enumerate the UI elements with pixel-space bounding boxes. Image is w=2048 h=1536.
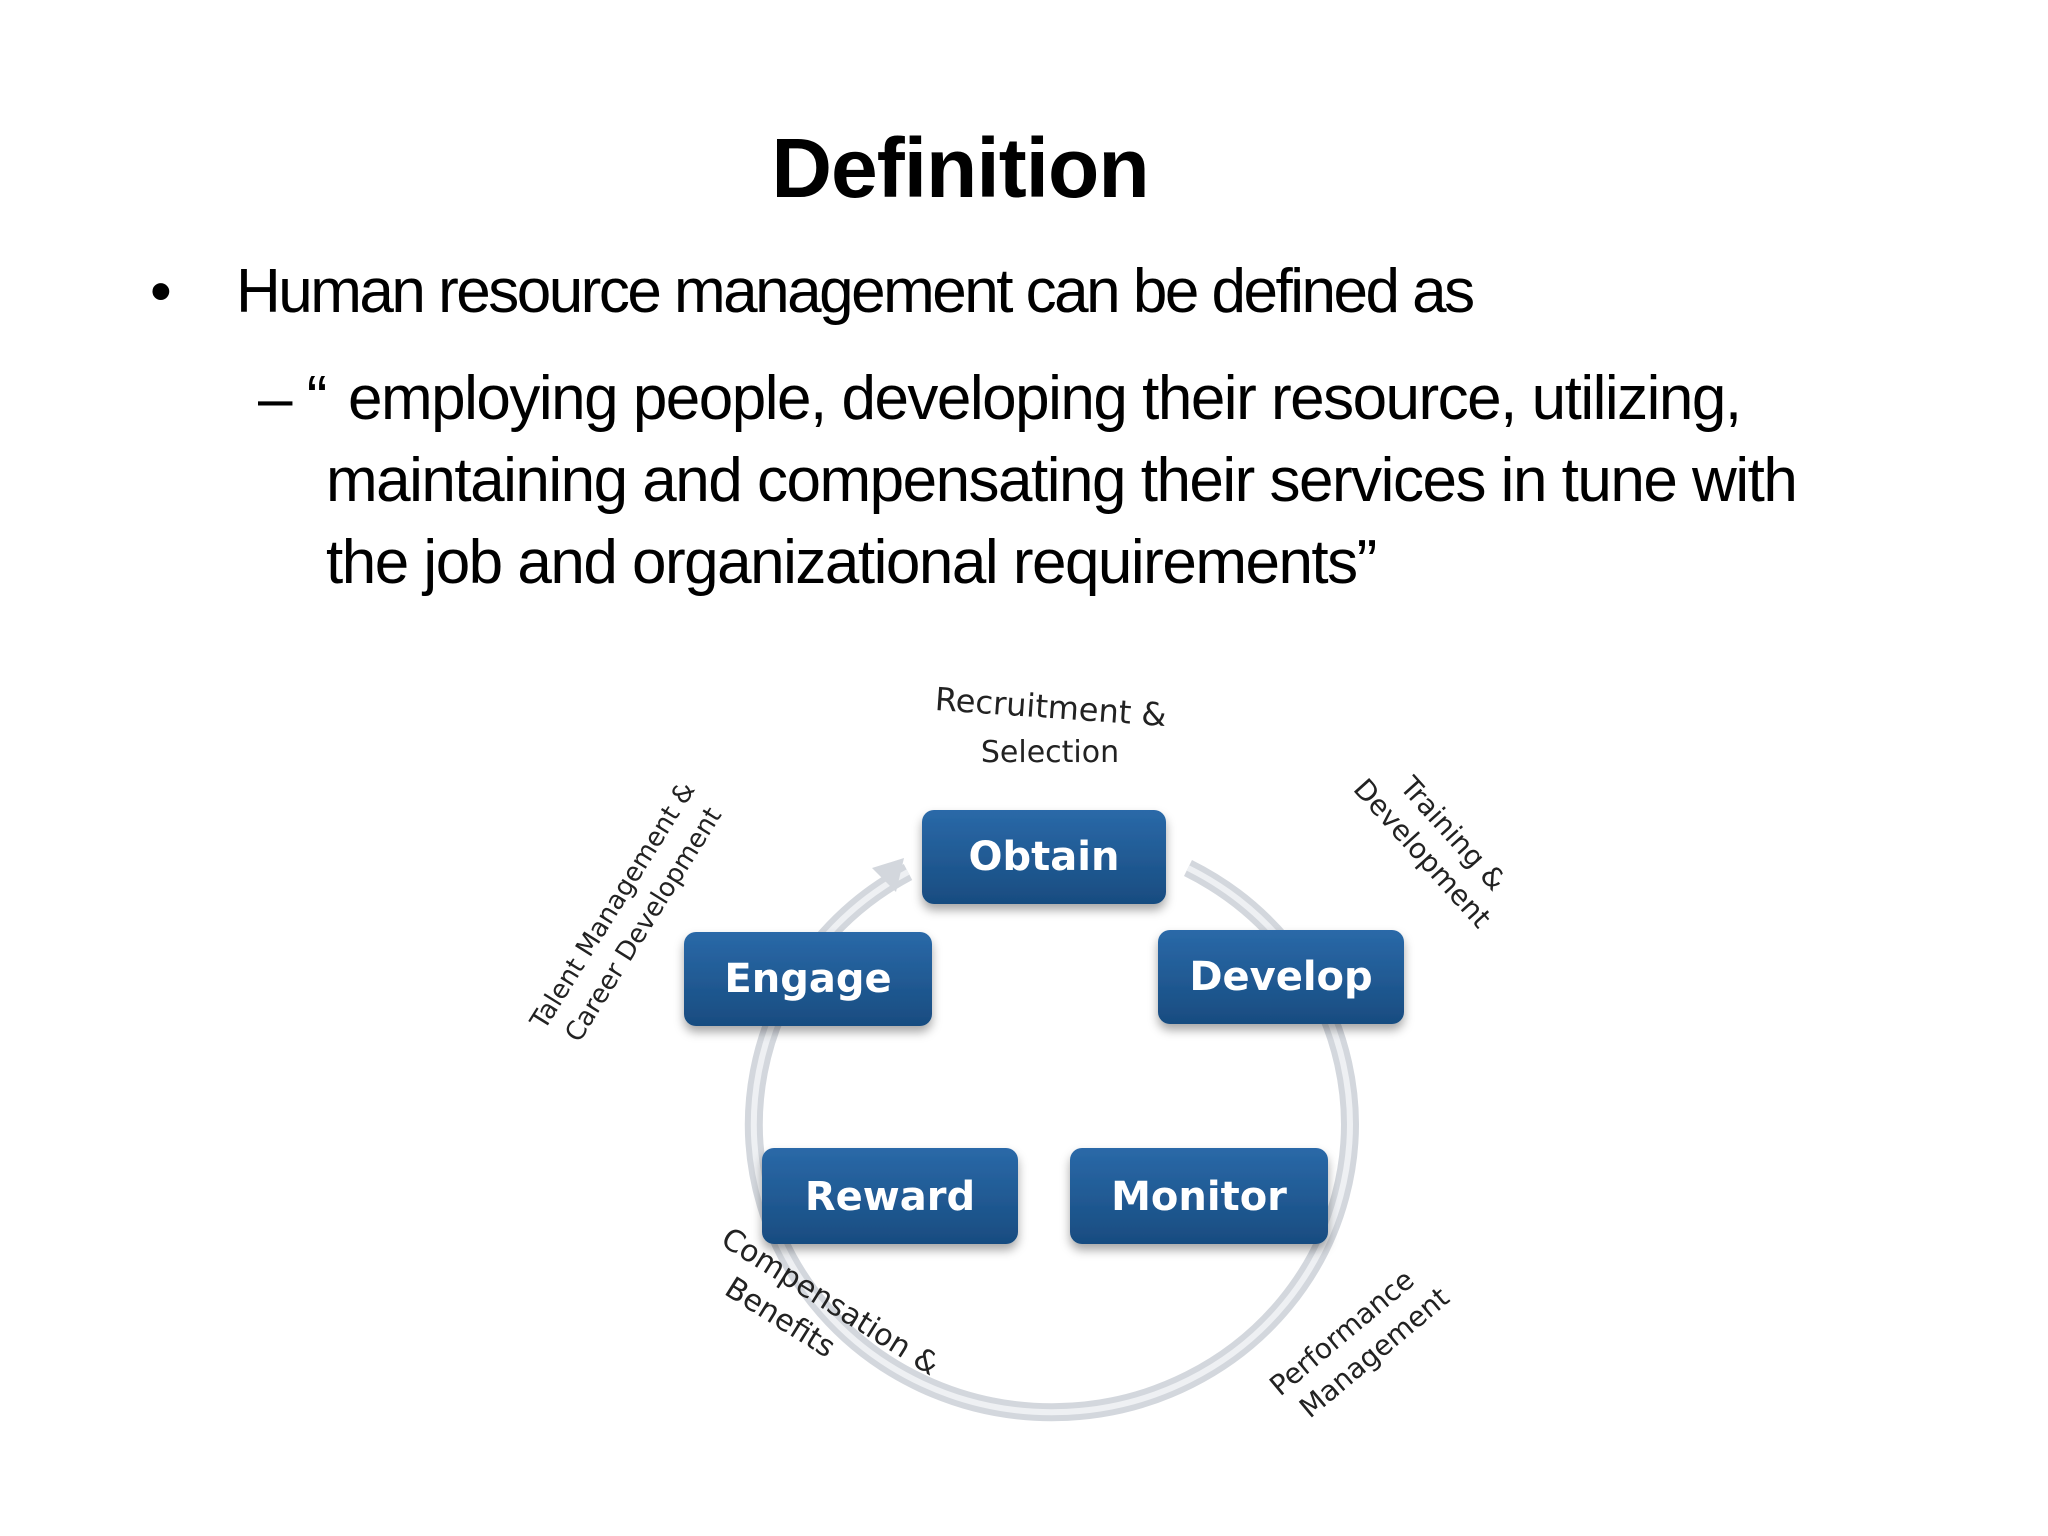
stage-label-obtain: Obtain	[969, 834, 1120, 880]
caption-selection: Selection	[981, 735, 1119, 770]
stage-monitor: Monitor	[1070, 1148, 1328, 1244]
cycle-ring	[744, 858, 1359, 1422]
stage-develop: Develop	[1158, 930, 1404, 1024]
caption-training: Training & Development	[1347, 769, 1513, 934]
bullet-marker: •	[150, 257, 172, 326]
stage-label-engage: Engage	[724, 956, 891, 1002]
sub-bullet-line-3: the job and organizational requirements”	[326, 528, 1377, 597]
stage-reward: Reward	[762, 1148, 1018, 1244]
sub-bullet-line-2: maintaining and compensating their servi…	[326, 446, 1798, 515]
sub-bullet-line-1: employing people, developing their resou…	[348, 364, 1742, 433]
caption-recruitment: Recruitment &	[934, 680, 1168, 734]
stage-label-monitor: Monitor	[1111, 1174, 1287, 1220]
sub-bullet-marker: – “	[258, 364, 327, 433]
caption-recruitment-line-2: Selection	[981, 735, 1119, 770]
caption-recruitment-line-1: Recruitment &	[934, 680, 1168, 734]
slide-title: Definition	[771, 121, 1149, 215]
stage-obtain: Obtain	[922, 810, 1166, 904]
caption-compensation: Compensation & Benefits	[715, 1221, 945, 1383]
stage-label-reward: Reward	[805, 1174, 975, 1220]
bullet-text: Human resource management can be defined…	[236, 257, 1475, 326]
stage-engage: Engage	[684, 932, 932, 1026]
cycle-arrow-head-icon	[872, 858, 904, 892]
stage-label-develop: Develop	[1189, 954, 1372, 1000]
